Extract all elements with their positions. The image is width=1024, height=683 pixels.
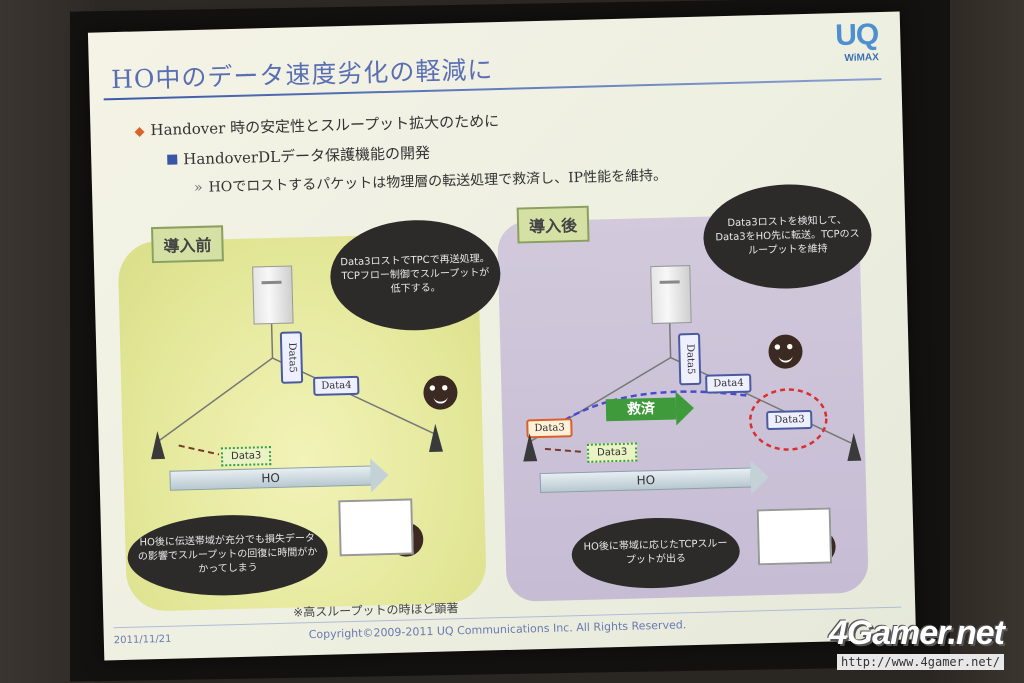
before-data4: Data4 (313, 375, 360, 396)
after-tower-right-icon (846, 432, 862, 462)
after-data5: Data5 (677, 332, 702, 386)
after-data3: Data3 (586, 442, 638, 463)
rescue-arrow: 救済 (605, 397, 677, 422)
4gamer-url: http://www.4gamer.net/ (837, 654, 1004, 670)
4gamer-watermark: 4Gamer.net (828, 614, 1005, 652)
footer-date: 2011/11/21 (113, 633, 172, 647)
before-graph-icon (338, 498, 414, 557)
after-data4: Data4 (705, 373, 752, 394)
before-server-icon (252, 265, 294, 325)
after-server-icon (650, 265, 692, 325)
after-data3-rescued: Data3 (766, 409, 813, 431)
before-tower-right-icon (428, 423, 444, 452)
before-data3: Data3 (220, 446, 272, 467)
before-data5: Data5 (279, 331, 304, 384)
before-tower-left-icon (150, 430, 166, 460)
after-tower-left-icon (522, 433, 538, 462)
presentation-slide: HO中のデータ速度劣化の軽減に UQ WiMAX ◆Handover 時の安定性… (87, 11, 917, 661)
after-graph-icon (756, 507, 833, 566)
